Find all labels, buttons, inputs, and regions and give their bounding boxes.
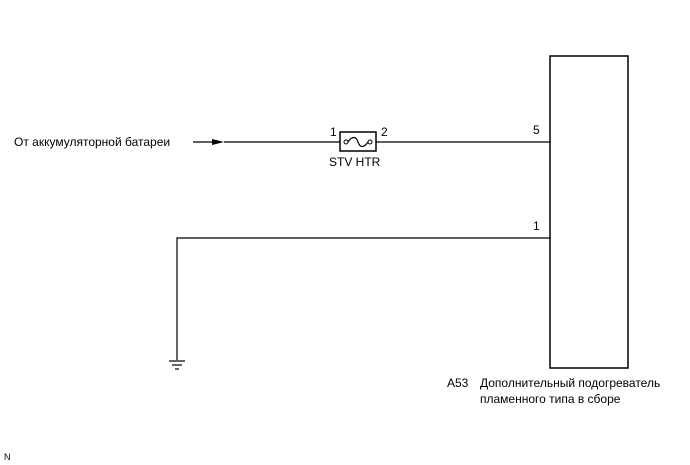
wire-e-to-ground: [176, 237, 550, 360]
fuse-symbol: [339, 131, 377, 152]
fuse-pin-out: 2: [381, 125, 388, 139]
fuse-pin-in: 1: [330, 125, 337, 139]
pin-e-number: 1: [533, 219, 540, 233]
source-label: От аккумуляторной батареи: [14, 135, 170, 149]
component-a53-box: [549, 55, 629, 369]
component-name-line1: Дополнительный подогреватель: [480, 376, 660, 390]
ground-icon: [169, 360, 185, 370]
component-code: A53: [447, 376, 469, 390]
fuse-name: STV HTR: [329, 155, 381, 169]
pin-b-number: 5: [533, 123, 540, 137]
component-name-line2: пламенного типа в сборе: [480, 392, 621, 406]
footer-mark: N: [4, 452, 11, 462]
source-arrow: [193, 139, 224, 145]
